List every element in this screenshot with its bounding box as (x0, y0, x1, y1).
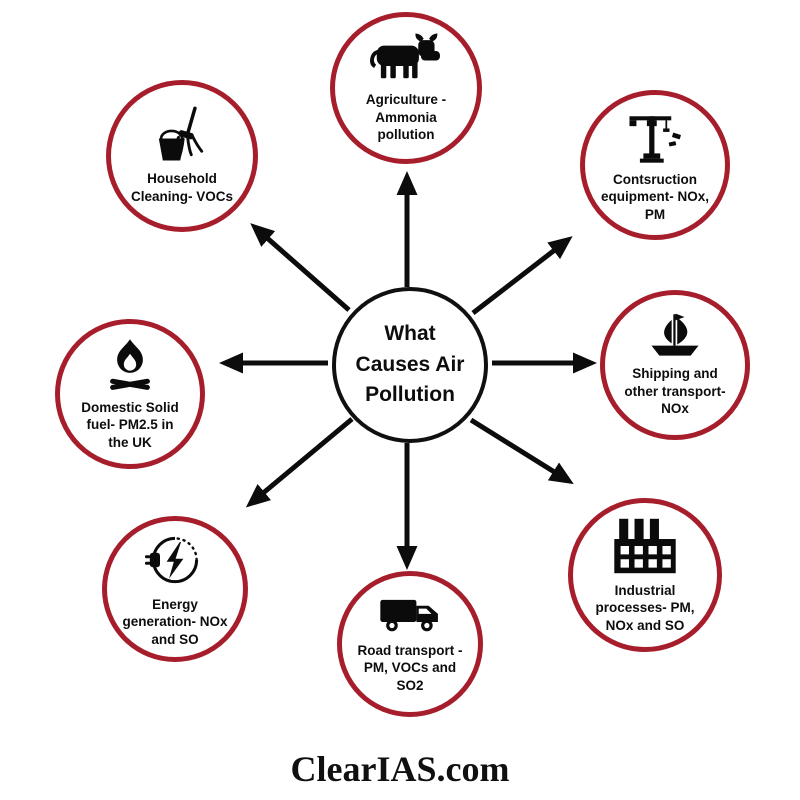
node-shipping-transport-label: Shipping and other transport- NOx (624, 366, 726, 417)
node-household-cleaning-label: Household Cleaning- VOCs (130, 171, 233, 204)
center-node: What Causes Air Pollution (332, 287, 488, 443)
power-plug-icon (145, 530, 205, 590)
arrow-top-left (250, 223, 351, 312)
campfire-icon (102, 337, 158, 393)
node-domestic-solid-fuel: Domestic Solid fuel- PM2.5 in the UK (55, 319, 205, 469)
node-shipping-transport: Shipping and other transport- NOx (600, 290, 750, 440)
node-energy-generation-label: Energy generation- NOx and SO (122, 596, 228, 647)
brand-footer: ClearIAS.com (290, 749, 510, 789)
node-energy-generation: Energy generation- NOx and SO (102, 516, 248, 662)
node-agriculture: Agriculture - Ammonia pollution (330, 12, 482, 164)
sailing-ship-icon (647, 312, 703, 359)
factory-icon (610, 516, 680, 576)
mop-bucket-icon (153, 106, 211, 164)
arrow-bottom-right (469, 417, 574, 485)
node-industrial-processes: Industrial processes- PM, NOx and SO (568, 498, 722, 652)
arrow-top-right (471, 236, 573, 315)
node-agriculture-label: Agriculture - Ammonia pollution (365, 92, 447, 143)
node-domestic-solid-fuel-label: Domestic Solid fuel- PM2.5 in the UK (81, 399, 179, 450)
cow-icon (365, 32, 447, 85)
node-construction-equipment: Contsruction equipment- NOx, PM (580, 90, 730, 240)
arrow-bottom-left (245, 417, 354, 508)
node-household-cleaning: Household Cleaning- VOCs (106, 80, 258, 232)
diagram-title: What Causes Air Pollution (355, 322, 465, 407)
tower-crane-icon (626, 107, 684, 165)
node-road-transport: Road transport - PM, VOCs and SO2 (337, 571, 483, 717)
node-construction-equipment-label: Contsruction equipment- NOx, PM (601, 171, 710, 222)
truck-icon (378, 594, 442, 636)
node-road-transport-label: Road transport - PM, VOCs and SO2 (357, 642, 463, 693)
node-industrial-processes-label: Industrial processes- PM, NOx and SO (595, 582, 695, 633)
